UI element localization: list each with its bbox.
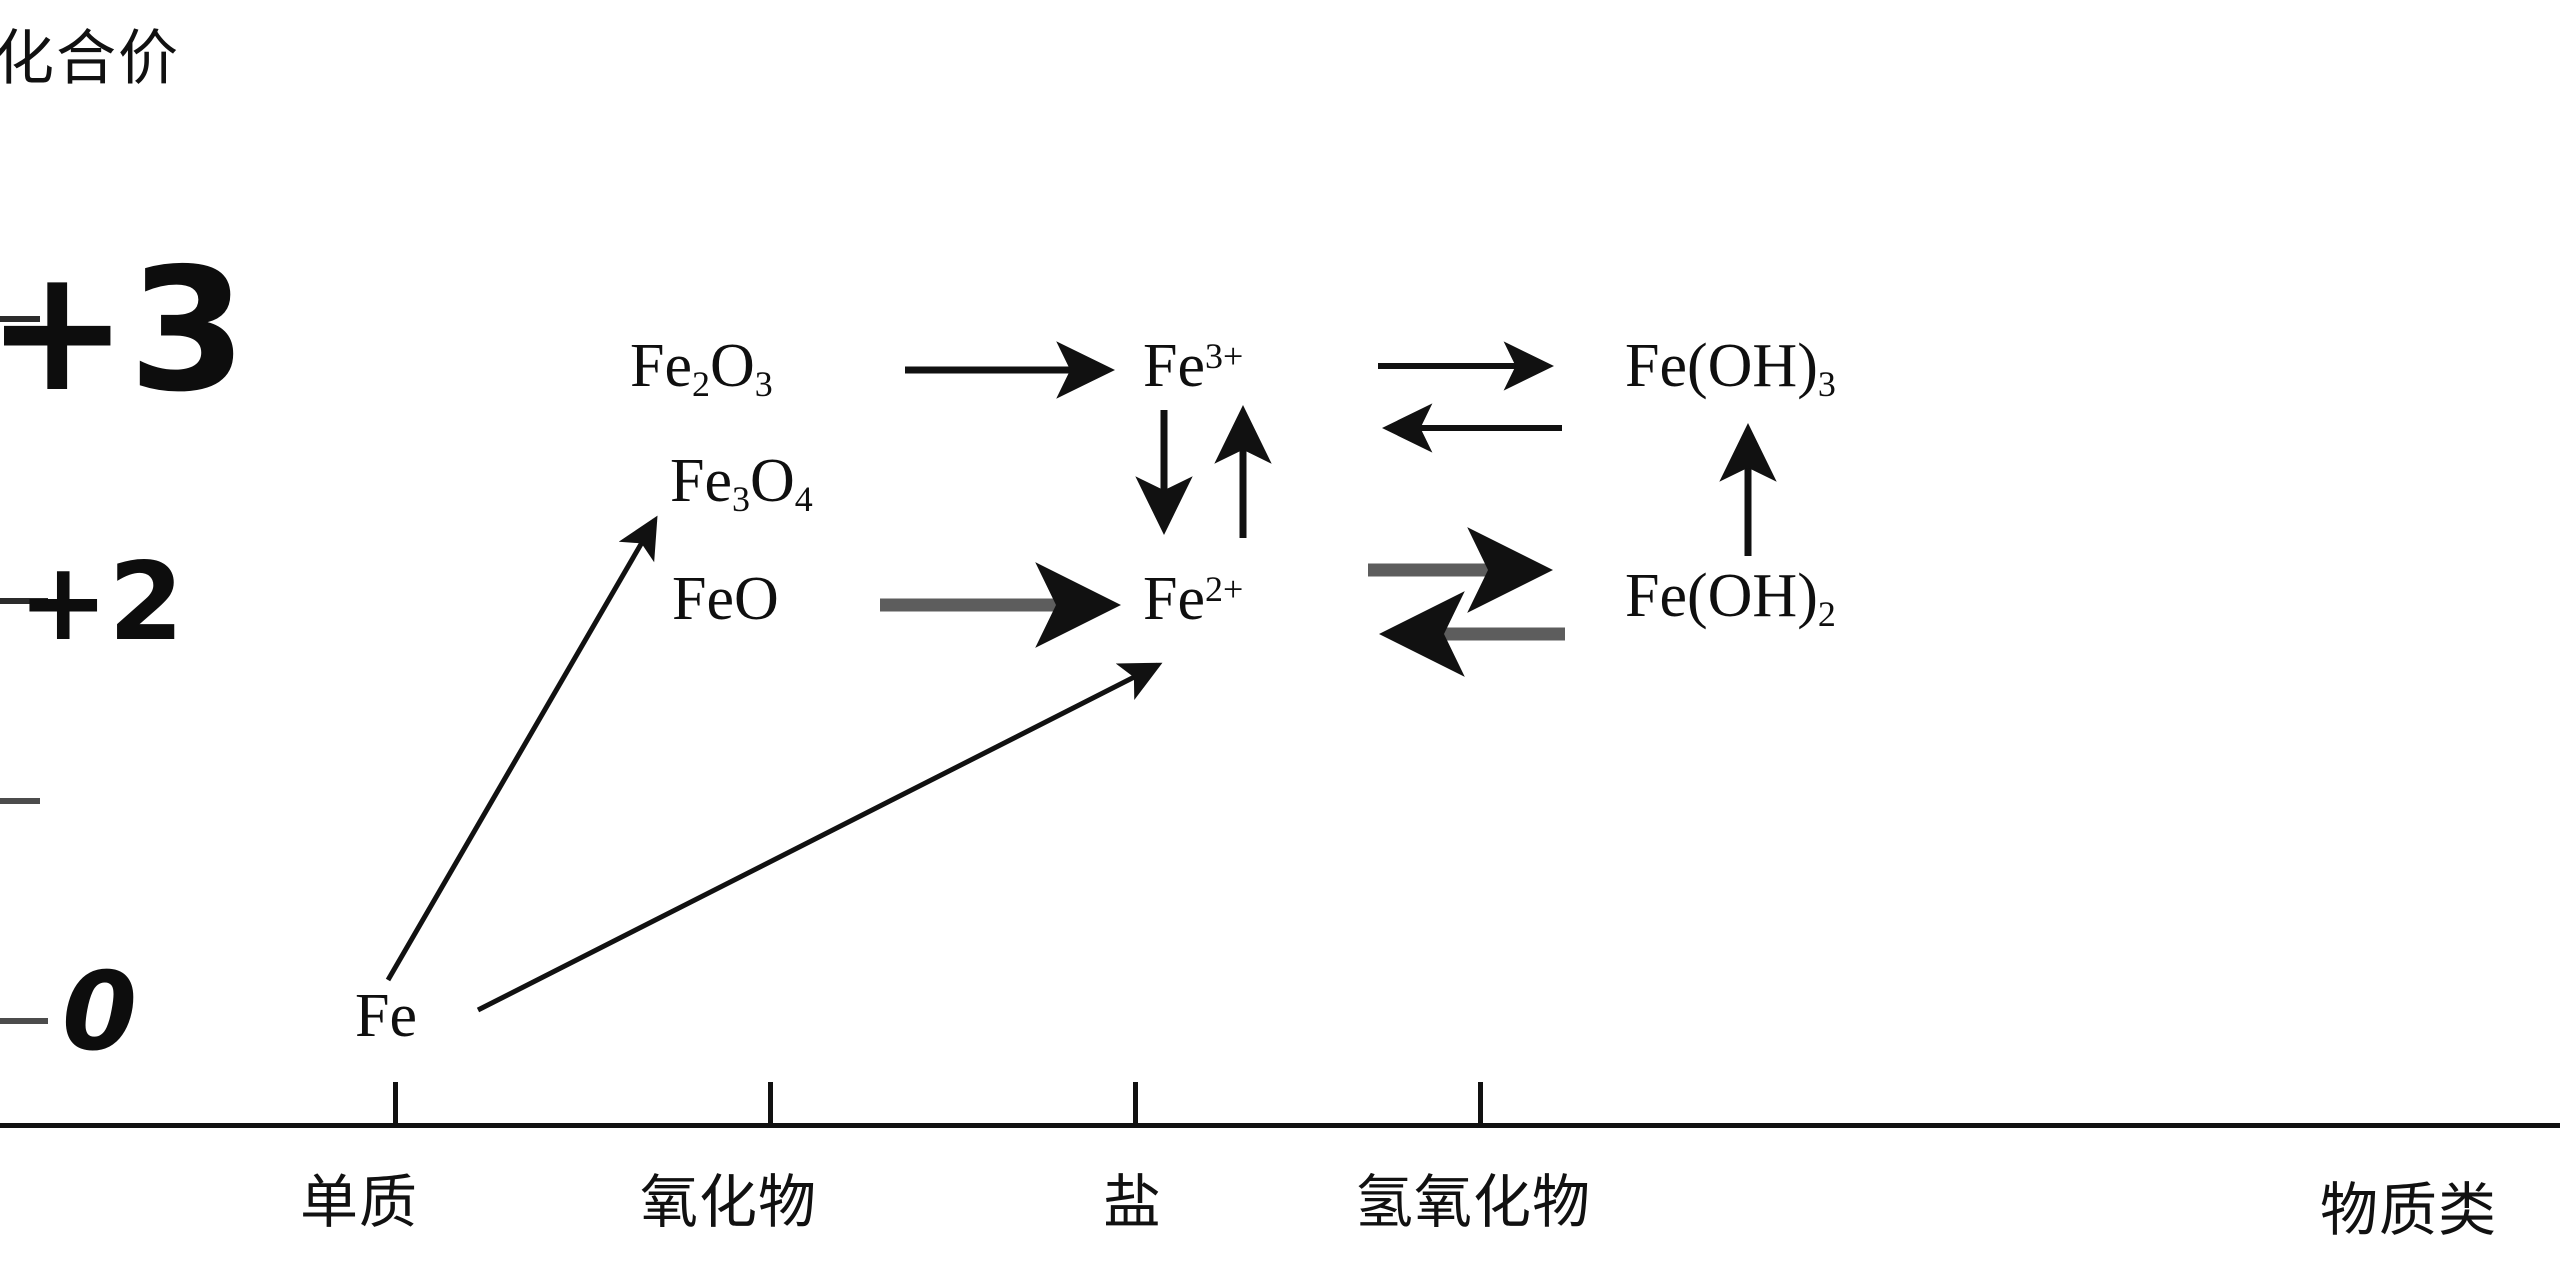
x-tick-hydroxide — [1478, 1082, 1483, 1127]
y-tick-label-zero: 0 — [62, 950, 138, 1075]
species-feo: FeO — [672, 565, 779, 633]
species-fe: Fe — [355, 985, 417, 1047]
x-tick-element — [393, 1082, 398, 1127]
y-tick-plus3 — [0, 316, 40, 322]
x-tick-oxide — [768, 1082, 773, 1127]
species-fe2o3: Fe2O3 — [630, 332, 773, 405]
y-tick-plus2 — [0, 598, 48, 604]
x-axis-title: 物质类 — [2320, 1176, 2498, 1244]
species-fe3plus: Fe3+ — [1143, 332, 1244, 400]
species-feoh3: Fe(OH)3 — [1625, 332, 1836, 405]
arrow-fe-to-oxide — [385, 515, 658, 982]
x-axis-line — [0, 1123, 2560, 1128]
species-feoh2: Fe(OH)2 — [1625, 562, 1836, 635]
x-label-oxide: 氧化物 — [640, 1168, 818, 1236]
species-fe3o4: Fe3O4 — [670, 447, 813, 520]
x-label-hydroxide: 氢氧化物 — [1355, 1168, 1592, 1236]
x-tick-salt — [1133, 1082, 1138, 1127]
x-label-salt: 盐 — [1103, 1168, 1163, 1236]
species-fe-text: Fe — [355, 982, 417, 1050]
x-label-element: 单质 — [300, 1168, 419, 1236]
species-fe2plus: Fe2+ — [1143, 565, 1244, 633]
y-tick-plus1 — [0, 798, 40, 804]
y-axis-title: 化合价 — [0, 24, 180, 94]
y-tick-zero — [0, 1018, 48, 1024]
arrow-fe-to-fe2plus — [476, 662, 1163, 1013]
y-tick-label-plus3: +3 — [0, 232, 247, 430]
y-tick-label-plus2: +2 — [18, 540, 184, 665]
